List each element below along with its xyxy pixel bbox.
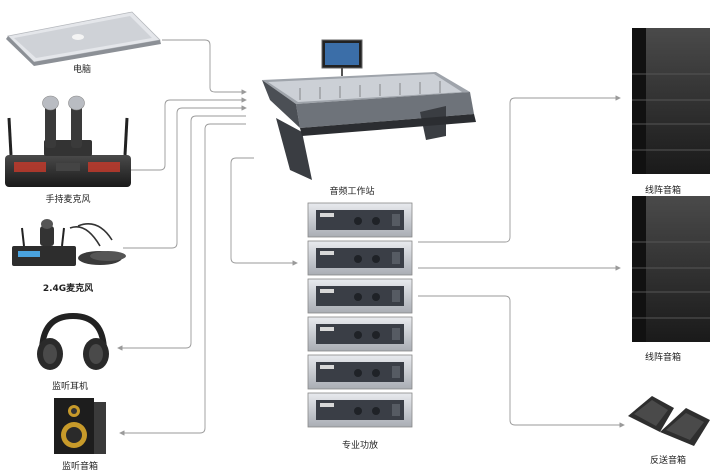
amplifier-label: 专业功放 (341, 441, 379, 451)
line-array-1-label: 线阵音箱 (644, 186, 682, 196)
power-amplifier-icon (307, 316, 413, 352)
connector-amplifier-to-wedge-monitors (418, 295, 625, 428)
power-amplifier-icon (307, 354, 413, 390)
line-array-2-label: 线阵音箱 (644, 353, 682, 363)
wireless-handheld-mic-icon (5, 95, 131, 187)
line-array-speaker-icon (632, 28, 710, 174)
line-array-speaker-icon (632, 196, 710, 342)
mic-24g-label: 2.4G麦克风 (42, 284, 94, 294)
handheld-mic-label: 手持麦克风 (45, 195, 91, 205)
wedge-monitors-label: 反送音箱 (649, 456, 687, 466)
power-amplifier-icon (307, 240, 413, 276)
power-amplifier-icon (307, 278, 413, 314)
power-amplifier-icon (307, 392, 413, 428)
laptop-label: 电脑 (72, 65, 92, 75)
conference-mic-icon (12, 219, 126, 266)
connector-lines (117, 39, 625, 436)
connector-handheld-mic-to-workstation (131, 97, 247, 171)
mixing-console-icon (262, 39, 476, 180)
power-amplifier-stack (307, 202, 413, 428)
connector-workstation-to-amplifier (230, 157, 298, 266)
wedge-monitor-speaker-icon (628, 396, 710, 446)
connector-mic24g-to-workstation (123, 105, 247, 249)
monitor-speaker-label: 监听音箱 (61, 462, 99, 472)
headphones-icon (37, 312, 109, 370)
monitor-headphones-label: 监听耳机 (51, 382, 89, 392)
studio-monitor-speaker-icon (54, 398, 106, 454)
workstation-label: 音频工作站 (329, 187, 375, 197)
connector-amplifier-to-line-array-1 (418, 95, 621, 243)
power-amplifier-icon (307, 202, 413, 238)
laptop-icon (6, 11, 161, 66)
connector-workstation-to-headphones (117, 115, 246, 351)
connector-workstation-to-monitor-speaker (119, 123, 246, 436)
connector-laptop-to-workstation (162, 39, 247, 95)
